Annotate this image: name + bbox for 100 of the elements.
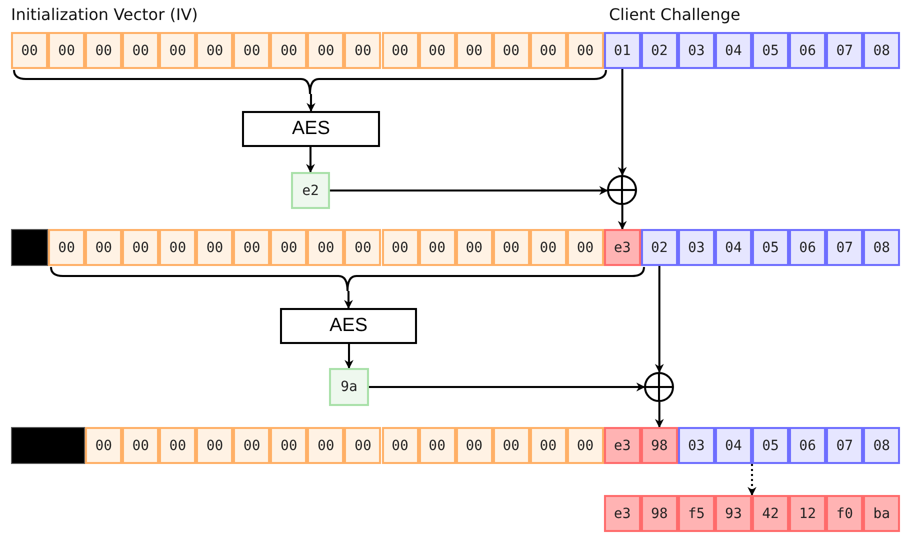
byte-cell: e3 bbox=[604, 495, 641, 532]
row-heading: Client Challenge bbox=[609, 5, 740, 24]
byte-cell: 04 bbox=[714, 427, 752, 464]
byte-cell: 00 bbox=[196, 427, 234, 464]
byte-cell: 93 bbox=[714, 495, 752, 532]
arrow bbox=[369, 382, 646, 392]
byte-cell: 07 bbox=[826, 32, 864, 69]
byte-cell: 00 bbox=[270, 32, 308, 69]
byte-cell: 06 bbox=[789, 427, 826, 464]
row-heading: Initialization Vector (IV) bbox=[11, 5, 198, 24]
curly-brace bbox=[50, 267, 645, 291]
arrow bbox=[654, 402, 664, 428]
byte-cell: e3 bbox=[604, 427, 641, 464]
byte-cell: 00 bbox=[530, 427, 567, 464]
curly-brace bbox=[13, 70, 607, 94]
byte-cell: 00 bbox=[382, 229, 419, 266]
byte-cell: 00 bbox=[492, 427, 530, 464]
byte-cell: 42 bbox=[752, 495, 790, 532]
byte-cell: 00 bbox=[566, 32, 604, 69]
byte-cell: 00 bbox=[456, 32, 493, 69]
byte-cell: f0 bbox=[826, 495, 864, 532]
cipher-box: AES bbox=[242, 111, 380, 147]
byte-cell: f5 bbox=[678, 495, 715, 532]
byte-cell: 00 bbox=[233, 32, 270, 69]
byte-cell: 00 bbox=[159, 32, 196, 69]
arrow bbox=[344, 344, 354, 369]
byte-cell: 00 bbox=[159, 427, 196, 464]
byte-cell: 03 bbox=[678, 427, 715, 464]
byte-cell: 00 bbox=[418, 32, 456, 69]
byte-cell: 03 bbox=[678, 229, 715, 266]
byte-cell: 00 bbox=[456, 229, 493, 266]
byte-cell: 00 bbox=[85, 32, 122, 69]
arrow bbox=[306, 147, 315, 173]
byte-cell: 00 bbox=[233, 427, 270, 464]
byte-cell: 9a bbox=[329, 368, 369, 406]
byte-cell: e3 bbox=[604, 229, 641, 266]
byte-cell: 07 bbox=[826, 229, 864, 266]
byte-cell: 00 bbox=[418, 229, 456, 266]
byte-cell: 02 bbox=[640, 32, 678, 69]
arrow bbox=[748, 464, 756, 496]
byte-cell: 00 bbox=[492, 229, 530, 266]
byte-cell: 00 bbox=[530, 32, 567, 69]
byte-cell: 06 bbox=[789, 32, 826, 69]
xor-symbol bbox=[644, 372, 674, 402]
byte-cell: ba bbox=[863, 495, 900, 532]
byte-cell: 00 bbox=[270, 229, 308, 266]
byte-cell: e2 bbox=[291, 172, 330, 209]
byte-cell: 00 bbox=[48, 229, 86, 266]
xor-symbol bbox=[607, 175, 638, 205]
byte-cell: 00 bbox=[48, 32, 86, 69]
byte-cell: 07 bbox=[826, 427, 864, 464]
byte-cell: 00 bbox=[122, 229, 160, 266]
byte-cell: 00 bbox=[566, 229, 604, 266]
byte-cell: 00 bbox=[418, 427, 456, 464]
byte-cell: 00 bbox=[344, 32, 382, 69]
byte-cell: 08 bbox=[863, 229, 900, 266]
byte-cell: 00 bbox=[11, 32, 48, 69]
byte-cell: 03 bbox=[678, 32, 715, 69]
filled-block bbox=[11, 427, 86, 464]
byte-cell: 12 bbox=[789, 495, 826, 532]
byte-cell: 00 bbox=[566, 427, 604, 464]
arrow bbox=[306, 94, 316, 112]
arrow bbox=[618, 69, 627, 176]
byte-cell: 00 bbox=[233, 229, 270, 266]
byte-cell: 00 bbox=[307, 32, 344, 69]
arrow bbox=[330, 186, 608, 195]
byte-cell: 00 bbox=[382, 427, 419, 464]
byte-cell: 06 bbox=[789, 229, 826, 266]
filled-block bbox=[11, 229, 48, 266]
arrow bbox=[344, 291, 353, 309]
byte-cell: 02 bbox=[640, 229, 678, 266]
byte-cell: 05 bbox=[752, 32, 790, 69]
byte-cell: 08 bbox=[863, 427, 900, 464]
byte-cell: 04 bbox=[714, 229, 752, 266]
byte-cell: 05 bbox=[752, 427, 790, 464]
byte-cell: 00 bbox=[307, 229, 344, 266]
byte-cell: 00 bbox=[122, 32, 160, 69]
byte-cell: 98 bbox=[640, 495, 678, 532]
byte-cell: 00 bbox=[196, 32, 234, 69]
byte-cell: 00 bbox=[344, 229, 382, 266]
byte-cell: 00 bbox=[307, 427, 344, 464]
byte-cell: 00 bbox=[382, 32, 419, 69]
byte-cell: 00 bbox=[159, 229, 196, 266]
arrow bbox=[654, 266, 664, 373]
byte-cell: 00 bbox=[456, 427, 493, 464]
byte-cell: 00 bbox=[85, 427, 122, 464]
byte-cell: 00 bbox=[492, 32, 530, 69]
byte-cell: 00 bbox=[344, 427, 382, 464]
byte-cell: 98 bbox=[640, 427, 678, 464]
cipher-box: AES bbox=[280, 308, 417, 344]
byte-cell: 08 bbox=[863, 32, 900, 69]
byte-cell: 05 bbox=[752, 229, 790, 266]
byte-cell: 00 bbox=[530, 229, 567, 266]
byte-cell: 00 bbox=[122, 427, 160, 464]
byte-cell: 04 bbox=[714, 32, 752, 69]
arrow bbox=[618, 205, 627, 230]
byte-cell: 01 bbox=[604, 32, 641, 69]
byte-cell: 00 bbox=[270, 427, 308, 464]
byte-cell: 00 bbox=[85, 229, 122, 266]
byte-cell: 00 bbox=[196, 229, 234, 266]
